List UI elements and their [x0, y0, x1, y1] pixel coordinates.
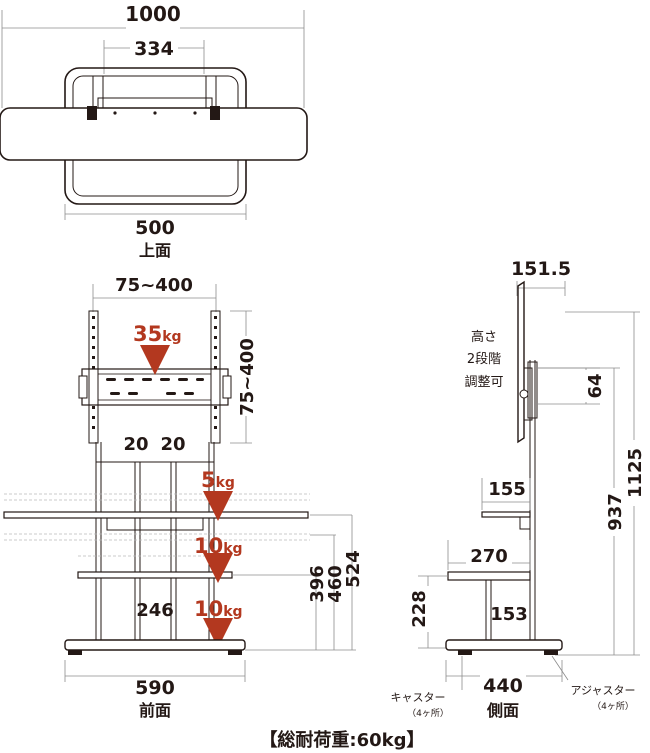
- vesa-vertical-dim: 75~400: [237, 338, 258, 416]
- pole-gap-right-dim: 20: [160, 434, 185, 455]
- total-load-label: 【総耐荷重:60kg】: [259, 729, 424, 751]
- height-460-dim: 460: [325, 565, 346, 603]
- upper-shelf-weight: 5kg: [201, 468, 235, 492]
- side-lower-shelf-dim: 270: [470, 546, 508, 567]
- front-view-label: 前面: [139, 701, 171, 720]
- pole-gap-left-dim: 20: [123, 434, 148, 455]
- front-view: 75~400 75~400 35kg: [3, 273, 364, 720]
- height-396-dim: 396: [307, 565, 328, 603]
- shelf-height-dim: 228: [409, 590, 430, 628]
- top-base-dim: 500: [135, 217, 175, 239]
- side-top-depth-dim: 151.5: [511, 258, 571, 280]
- top-mount-dim: 334: [134, 38, 174, 60]
- top-view-label: 上面: [139, 241, 171, 260]
- height-937-dim: 937: [605, 493, 626, 531]
- height-note-line1: 高さ: [471, 329, 497, 345]
- front-base-dim: 590: [135, 677, 175, 699]
- tv-load-weight: 35kg: [133, 322, 182, 346]
- lower-shelf-weight: 10kg: [194, 597, 243, 621]
- side-view: 151.5 高さ 2段階 調整可 64 937 1125: [391, 258, 648, 720]
- side-base-depth-dim: 440: [483, 675, 523, 697]
- inner-width-dim: 246: [136, 600, 174, 621]
- side-upper-shelf-dim: 155: [488, 479, 526, 500]
- height-note-line3: 調整可: [464, 375, 503, 390]
- height-524-dim: 524: [343, 550, 364, 588]
- top-view: 1000 334 500 上面: [0, 2, 308, 260]
- side-post-gap-dim: 153: [490, 604, 528, 625]
- height-1125-dim: 1125: [625, 448, 646, 498]
- adjuster-count: （4ヶ所）: [592, 701, 634, 712]
- vesa-horizontal-dim: 75~400: [115, 275, 193, 296]
- adjust-step-dim: 64: [585, 373, 606, 398]
- top-width-dim: 1000: [125, 2, 181, 26]
- caster-label: キャスター: [391, 691, 446, 704]
- adjuster-label: アジャスター: [570, 684, 635, 697]
- middle-shelf-weight: 10kg: [194, 534, 243, 558]
- height-note-line2: 2段階: [467, 352, 501, 367]
- caster-count: （4ヶ所）: [407, 708, 449, 719]
- side-view-label: 側面: [486, 701, 519, 720]
